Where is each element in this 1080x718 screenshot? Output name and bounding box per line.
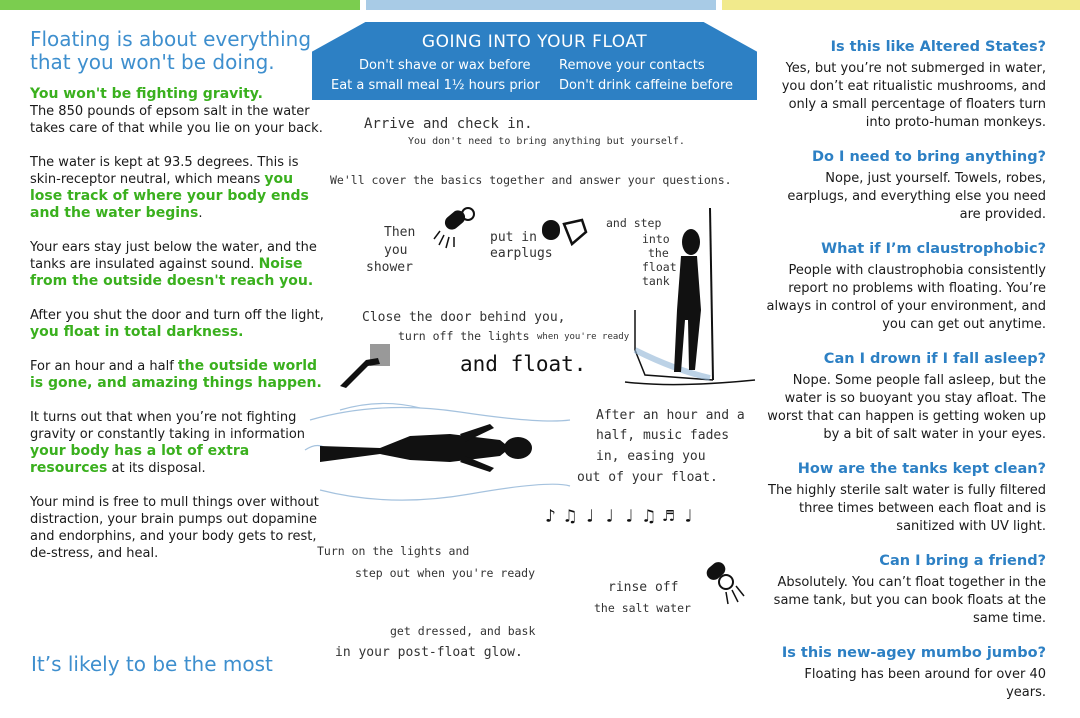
para-gravity-body: The 850 pounds of epsom salt in the wate… <box>30 104 323 136</box>
float-prep-banner: GOING INTO YOUR FLOAT Don't shave or wax… <box>312 22 757 100</box>
para-darkness-text: After you shut the door and turn off the… <box>30 308 324 323</box>
para-sound-highlight: Noise from the outside doesn't reach you… <box>30 256 314 289</box>
faq-answer: People with claustrophobia consistently … <box>766 263 1047 332</box>
faq-column: Is this like Altered States? Yes, but yo… <box>766 38 1047 718</box>
para-gravity: You won't be fighting gravity. The 850 p… <box>30 86 330 137</box>
step-dress: get dressed, and bask <box>390 624 536 638</box>
banner-item-meal: Eat a small meal 1½ hours prior <box>331 78 540 93</box>
light-switch-icon <box>340 344 390 388</box>
para-outside-text: For an hour and a half <box>30 359 178 374</box>
faq-answer: Floating has been around for over 40 yea… <box>804 667 1046 700</box>
earplugs-icon <box>542 218 588 247</box>
faq-answer: Nope. Some people fall asleep, but the w… <box>767 373 1046 442</box>
para-temperature: The water is kept at 93.5 degrees. This … <box>30 154 330 222</box>
step-music-4: out of your float. <box>577 470 718 485</box>
faq-item: Is this like Altered States? Yes, but yo… <box>766 38 1046 132</box>
step-glow: in your post-float glow. <box>335 645 523 660</box>
para-temperature-highlight: you lose track of where your body ends a… <box>30 171 309 221</box>
step-arrive-note: You don't need to bring anything but you… <box>408 136 685 147</box>
faq-answer: Nope, just yourself. Towels, robes, earp… <box>787 171 1046 222</box>
faq-question: Do I need to bring anything? <box>812 149 1046 165</box>
banner-item-shave: Don't shave or wax before <box>359 58 531 73</box>
banner-item-contacts: Remove your contacts <box>559 58 705 73</box>
banner-item-caffeine: Don't drink caffeine before <box>559 78 734 93</box>
step-shower-2: you <box>384 243 408 258</box>
shower-icon <box>433 207 475 249</box>
para-resources-end: at its disposal. <box>107 461 206 476</box>
top-bar-blue <box>366 0 716 10</box>
step-tank-1: and step <box>606 216 662 230</box>
faq-question: Is this new-agey mumbo jumbo? <box>781 645 1046 661</box>
banner-title: GOING INTO YOUR FLOAT <box>421 32 648 52</box>
step-rinse-1: rinse off <box>608 580 679 595</box>
step-basics: We'll cover the basics together and answ… <box>330 173 732 187</box>
faq-item: Do I need to bring anything? Nope, just … <box>766 148 1046 224</box>
faq-item: Can I drown if I fall asleep? Nope. Some… <box>766 350 1046 444</box>
faq-item: How are the tanks kept clean? The highly… <box>766 460 1046 536</box>
para-resources: It turns out that when you’re not fighti… <box>30 409 330 477</box>
step-shower-3: shower <box>366 260 413 275</box>
shower-rinse-icon <box>706 562 745 605</box>
top-bar-green <box>0 0 360 10</box>
step-arrive: Arrive and check in. <box>364 116 533 132</box>
faq-answer: Absolutely. You can’t float together in … <box>773 575 1046 626</box>
para-sound-text: Your ears stay just below the water, and… <box>30 240 317 272</box>
step-rinse-2: the salt water <box>594 601 691 615</box>
para-temperature-text: The water is kept at 93.5 degrees. This … <box>30 155 299 187</box>
para-darkness-highlight: you float in total darkness. <box>30 324 244 340</box>
step-earplugs-1: put in <box>490 230 537 245</box>
para-outside-highlight: the outside world is gone, and amazing t… <box>30 358 322 391</box>
para-darkness: After you shut the door and turn off the… <box>30 307 330 341</box>
step-music-3: in, easing you <box>596 449 706 464</box>
faq-answer: The highly sterile salt water is fully f… <box>768 483 1046 534</box>
step-lights-on: Turn on the lights and <box>317 544 470 558</box>
para-temperature-end: . <box>198 206 203 221</box>
para-mind: Your mind is free to mull things over wi… <box>30 495 319 561</box>
top-bar-yellow <box>722 0 1080 10</box>
para-outside: For an hour and a half the outside world… <box>30 358 330 392</box>
left-column: Floating is about everything that you wo… <box>30 28 330 579</box>
step-float: and float. <box>460 352 587 376</box>
step-tank-3: the <box>648 246 669 260</box>
faq-question: Is this like Altered States? <box>830 39 1046 55</box>
para-resources-text: It turns out that when you’re not fighti… <box>30 410 306 442</box>
music-notes: ♪ ♫ ♩ ♩ ♩ ♫ ♬ ♩ <box>545 506 694 527</box>
para-gravity-head: You won't be fighting gravity. <box>30 86 263 102</box>
step-music-1: After an hour and a <box>596 408 745 423</box>
faq-item: Can I bring a friend? Absolutely. You ca… <box>766 552 1046 628</box>
faq-question: How are the tanks kept clean? <box>797 461 1046 477</box>
faq-question: What if I’m claustrophobic? <box>821 241 1046 257</box>
step-lights-ready: when you're ready <box>537 332 630 342</box>
faq-question: Can I drown if I fall asleep? <box>823 351 1046 367</box>
person-entering-tank-illustration <box>624 207 756 386</box>
para-resources-highlight: your body has a lot of extra resources <box>30 443 250 476</box>
left-lead-bottom: It’s likely to be the most <box>31 652 273 676</box>
floating-person-illustration <box>304 402 571 501</box>
step-tank-4: float <box>642 260 677 274</box>
faq-question: Can I bring a friend? <box>879 553 1046 569</box>
step-step-out: step out when you're ready <box>355 566 536 580</box>
step-shower-1: Then <box>384 225 416 240</box>
step-earplugs-2: earplugs <box>490 246 553 261</box>
faq-item: What if I’m claustrophobic? People with … <box>766 240 1047 334</box>
step-door: Close the door behind you, <box>362 310 566 325</box>
faq-answer: Yes, but you’re not submerged in water, … <box>781 61 1046 130</box>
step-tank-2: into <box>642 232 670 246</box>
left-lead: Floating is about everything that you wo… <box>30 27 312 74</box>
step-lights: turn off the lights <box>398 329 530 343</box>
faq-item: Is this new-agey mumbo jumbo? Floating h… <box>766 644 1046 702</box>
step-tank-5: tank <box>642 274 670 288</box>
para-sound: Your ears stay just below the water, and… <box>30 239 330 290</box>
step-music-2: half, music fades <box>596 428 730 443</box>
